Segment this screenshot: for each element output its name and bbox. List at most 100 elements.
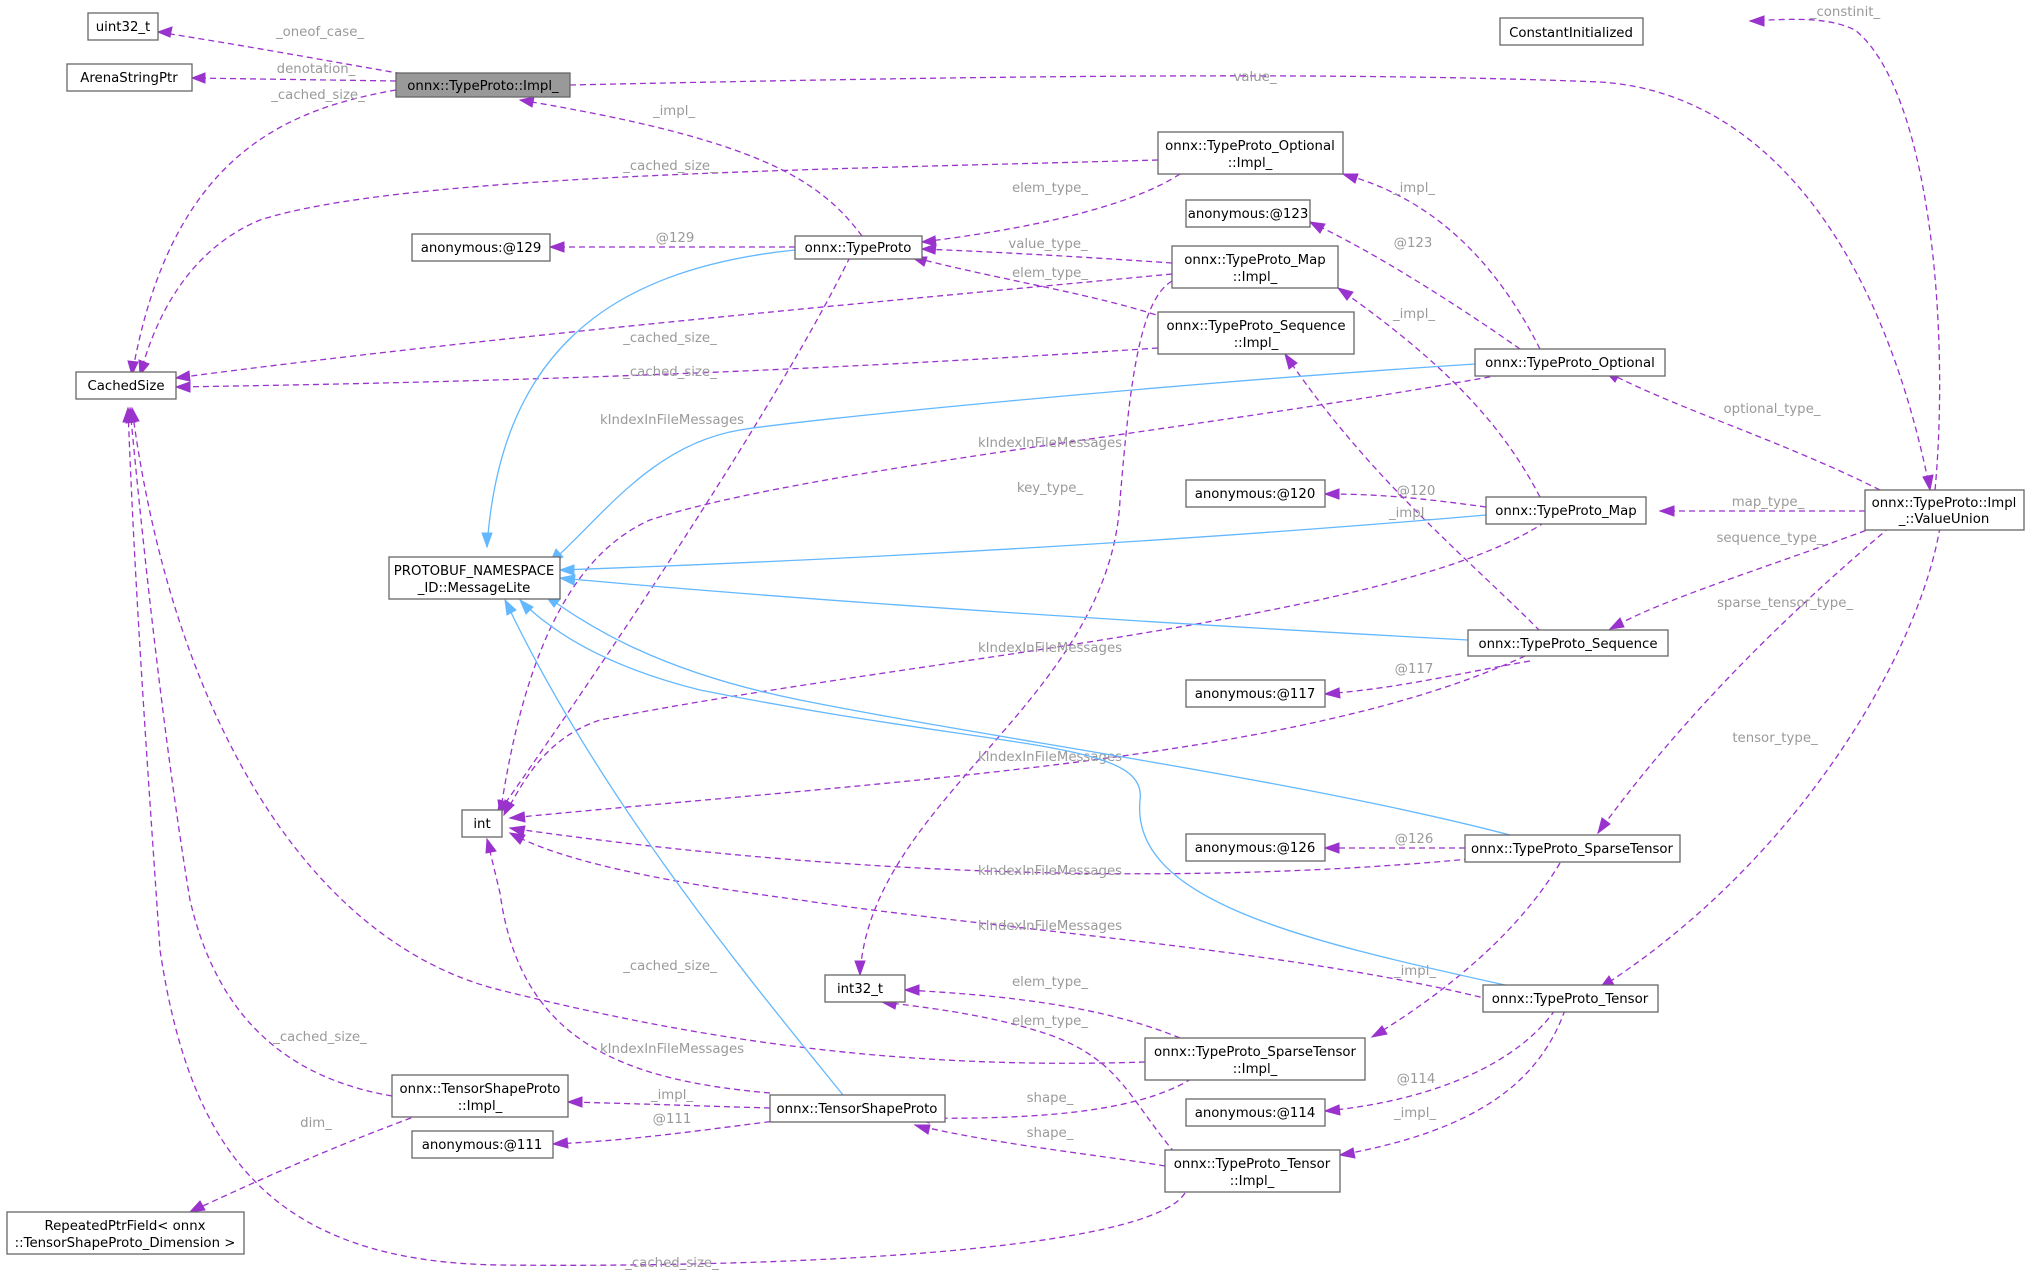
svg-text:_oneof_case_: _oneof_case_ [275,25,364,40]
node-tensorshapeproto[interactable]: onnx::TensorShapeProto [769,1094,946,1123]
edge-impl-sequence: _impl_ [1284,352,1541,632]
node-typeproto-tensor-impl[interactable]: onnx::TypeProto_Tensor ::Impl_ [1164,1149,1341,1193]
svg-text:uint32_t: uint32_t [96,20,151,35]
edge-anon-117: @117 [1323,660,1531,699]
svg-text:denotation_: denotation_ [277,62,356,77]
edge-anon-114: @114 [1323,1009,1556,1116]
svg-text:@117: @117 [1395,662,1434,677]
svg-text:elem_type_: elem_type_ [1012,975,1088,990]
svg-text:onnx::TypeProto_Tensor: onnx::TypeProto_Tensor [1492,992,1649,1007]
svg-text:onnx::TypeProto_Tensor: onnx::TypeProto_Tensor [1174,1157,1331,1172]
svg-text:kIndexInFileMessages: kIndexInFileMessages [978,864,1122,879]
svg-text:kIndexInFileMessages: kIndexInFileMessages [978,919,1122,934]
svg-text:ArenaStringPtr: ArenaStringPtr [80,71,178,86]
node-typeproto-optional-impl[interactable]: onnx::TypeProto_Optional ::Impl_ [1157,131,1344,175]
svg-text:@129: @129 [656,231,695,246]
svg-text:@126: @126 [1395,832,1434,847]
svg-text:_constinit_: _constinit_ [1809,5,1881,20]
svg-text:sequence_type_: sequence_type_ [1716,531,1823,546]
node-anonymous-117[interactable]: anonymous:@117 [1185,679,1326,708]
svg-text:onnx::TensorShapeProto: onnx::TensorShapeProto [777,1102,938,1117]
edge-inherit-optional [549,363,1476,564]
edge-kindex-sequence: kIndexInFileMessages [508,655,1526,823]
node-anonymous-129[interactable]: anonymous:@129 [411,233,551,262]
edge-map-type: map_type_ [1658,495,1865,517]
edge-cached-size-tsp-impl: _cached_size_ [125,406,393,1097]
node-typeproto-map-impl[interactable]: onnx::TypeProto_Map ::Impl_ [1171,245,1339,289]
node-typeproto-impl[interactable]: onnx::TypeProto::Impl_ [395,72,571,98]
node-arena-string-ptr[interactable]: ArenaStringPtr [66,63,193,92]
node-uint32-t[interactable]: uint32_t [87,12,159,41]
edge-optional-type: optional_type_ [1603,370,1881,491]
node-typeproto-impl-valueunion[interactable]: onnx::TypeProto::Impl _::ValueUnion [1864,489,2025,531]
svg-text:_cached_size_: _cached_size_ [624,1256,719,1271]
node-repeatedptrfield-dimension[interactable]: RepeatedPtrField< onnx ::TensorShapeProt… [6,1211,245,1255]
node-cached-size[interactable]: CachedSize [75,371,177,400]
svg-text:_impl_: _impl_ [652,104,695,119]
svg-text:kIndexInFileMessages: kIndexInFileMessages [600,1042,744,1057]
edge-value-type: value_type_ [920,237,1173,264]
node-typeproto-sequence[interactable]: onnx::TypeProto_Sequence [1467,629,1669,657]
svg-text:anonymous:@117: anonymous:@117 [1195,687,1316,702]
svg-text:_impl_: _impl_ [1393,964,1436,979]
edge-anon-123: @123 [1308,221,1521,350]
svg-text:shape_: shape_ [1027,1091,1074,1106]
node-anonymous-120[interactable]: anonymous:@120 [1185,479,1326,508]
svg-text:shape_: shape_ [1027,1126,1074,1141]
svg-text:::Impl_: ::Impl_ [1230,1174,1275,1189]
svg-text:anonymous:@120: anonymous:@120 [1195,487,1316,502]
node-typeproto-map[interactable]: onnx::TypeProto_Map [1485,496,1647,525]
svg-text:sparse_tensor_type_: sparse_tensor_type_ [1717,596,1853,611]
svg-text:onnx::TypeProto_Sequence: onnx::TypeProto_Sequence [1478,637,1657,652]
node-anonymous-126[interactable]: anonymous:@126 [1185,833,1326,862]
node-int[interactable]: int [461,809,503,838]
svg-text:::Impl_: ::Impl_ [1233,1062,1278,1077]
node-typeproto[interactable]: onnx::TypeProto [794,235,923,260]
svg-text:CachedSize: CachedSize [87,379,164,394]
svg-text:_cached_size_: _cached_size_ [622,159,717,174]
edge-cached-size-tensor-impl: _cached_size_ [122,406,1186,1271]
edge-inherit-tensorshapeproto [504,598,844,1096]
svg-text:@120: @120 [1397,484,1436,499]
edge-inherit-sparse [543,594,1511,836]
node-typeproto-sparsetensor-impl[interactable]: onnx::TypeProto_SparseTensor ::Impl_ [1144,1037,1366,1081]
svg-text:value_type_: value_type_ [1008,237,1088,252]
svg-text:kIndexInFileMessages: kIndexInFileMessages [978,436,1122,451]
edge-anon-129: @129 [548,231,795,253]
edge-shape-tensor: shape_ [913,1124,1166,1167]
edge-cached-size-sparse-impl: _cached_size_ [128,406,1146,1064]
node-anonymous-111[interactable]: anonymous:@111 [411,1130,554,1159]
node-typeproto-tensor[interactable]: onnx::TypeProto_Tensor [1482,984,1659,1013]
svg-text:_ID::MessageLite: _ID::MessageLite [417,581,531,596]
svg-text:onnx::TypeProto::Impl: onnx::TypeProto::Impl [1872,496,2017,511]
node-tensorshapeproto-impl[interactable]: onnx::TensorShapeProto ::Impl_ [391,1074,569,1118]
edge-inherit-tensor [518,598,1506,986]
edge-impl-map: _impl_ [1336,287,1541,498]
node-typeproto-optional[interactable]: onnx::TypeProto_Optional [1474,348,1666,377]
edge-denotation: denotation_ [190,62,397,84]
node-anonymous-123[interactable]: anonymous:@123 [1185,199,1311,228]
svg-text:int: int [473,817,490,832]
node-protobuf-messagelite[interactable]: PROTOBUF_NAMESPACE _ID::MessageLite [388,556,561,600]
svg-text:onnx::TypeProto_SparseTensor: onnx::TypeProto_SparseTensor [1471,842,1674,857]
svg-text:_cached_size_: _cached_size_ [622,365,717,380]
edge-oneof-case: _oneof_case_ [156,25,422,78]
svg-text:key_type_: key_type_ [1017,481,1084,496]
svg-text:onnx::TensorShapeProto: onnx::TensorShapeProto [400,1082,561,1097]
node-typeproto-sequence-impl[interactable]: onnx::TypeProto_Sequence ::Impl_ [1157,311,1355,355]
node-typeproto-sparsetensor[interactable]: onnx::TypeProto_SparseTensor [1464,834,1681,863]
edge-inherit-typeproto [481,249,796,549]
svg-text:onnx::TypeProto_Map: onnx::TypeProto_Map [1495,504,1637,519]
edge-key-type: key_type_ [854,280,1173,977]
svg-text:int32_t: int32_t [837,982,883,997]
node-int32-t[interactable]: int32_t [824,974,906,1003]
svg-text:map_type_: map_type_ [1732,495,1805,510]
edge-kindex-sparse: kIndexInFileMessages [508,825,1481,879]
svg-text:_cached_size_: _cached_size_ [272,1030,367,1045]
node-constant-initialized[interactable]: ConstantInitialized [1499,17,1644,46]
node-anonymous-114[interactable]: anonymous:@114 [1185,1098,1326,1127]
svg-text:_impl_: _impl_ [1393,1106,1436,1121]
edge-constinit: _constinit_ [1748,5,1941,491]
svg-text:elem_type_: elem_type_ [1012,181,1088,196]
